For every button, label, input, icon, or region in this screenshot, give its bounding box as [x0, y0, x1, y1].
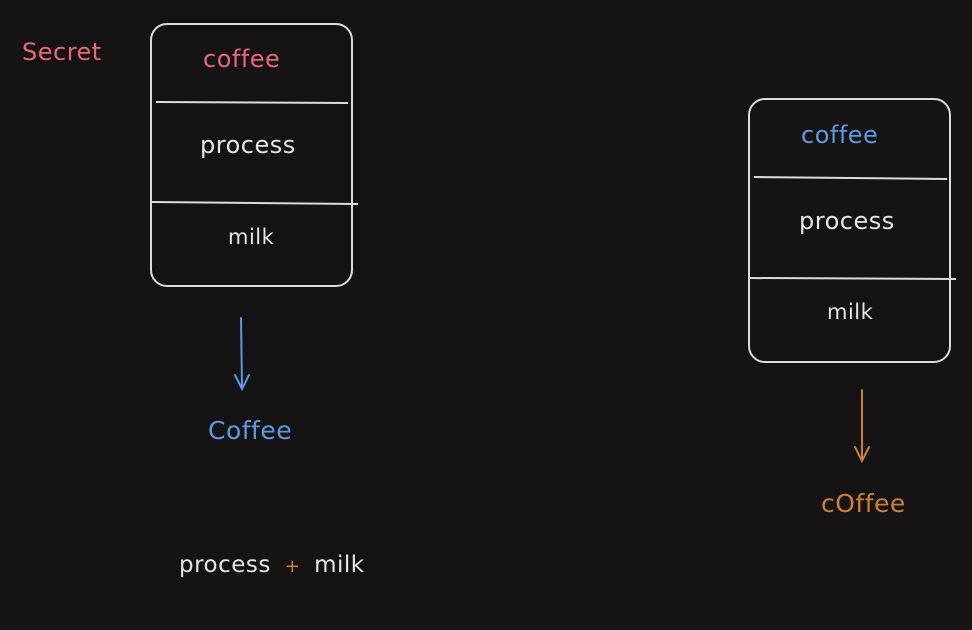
left-stack-divider-bottom [151, 201, 359, 205]
formula-operator: + [284, 556, 301, 577]
right-down-arrow [854, 389, 870, 464]
right-stack-divider-top [753, 176, 948, 180]
left-stack-box [150, 23, 353, 287]
formula-left: process [179, 552, 271, 578]
left-cell-coffee: coffee [203, 45, 281, 73]
right-cell-coffee: coffee [801, 121, 879, 149]
left-cell-process: process [200, 131, 296, 159]
left-down-arrow [234, 317, 250, 392]
right-cell-milk: milk [827, 300, 874, 324]
left-output-coffee: Coffee [208, 416, 293, 445]
right-stack-divider-bottom [749, 277, 957, 280]
left-cell-milk: milk [228, 225, 275, 249]
formula-right: milk [314, 552, 365, 578]
left-stack-divider-top [155, 101, 349, 104]
formula: process + milk [179, 554, 365, 577]
right-cell-process: process [799, 207, 895, 235]
right-output-coffee: cOffee [821, 489, 906, 518]
right-stack-box [748, 98, 951, 363]
secret-label: Secret [22, 38, 102, 66]
